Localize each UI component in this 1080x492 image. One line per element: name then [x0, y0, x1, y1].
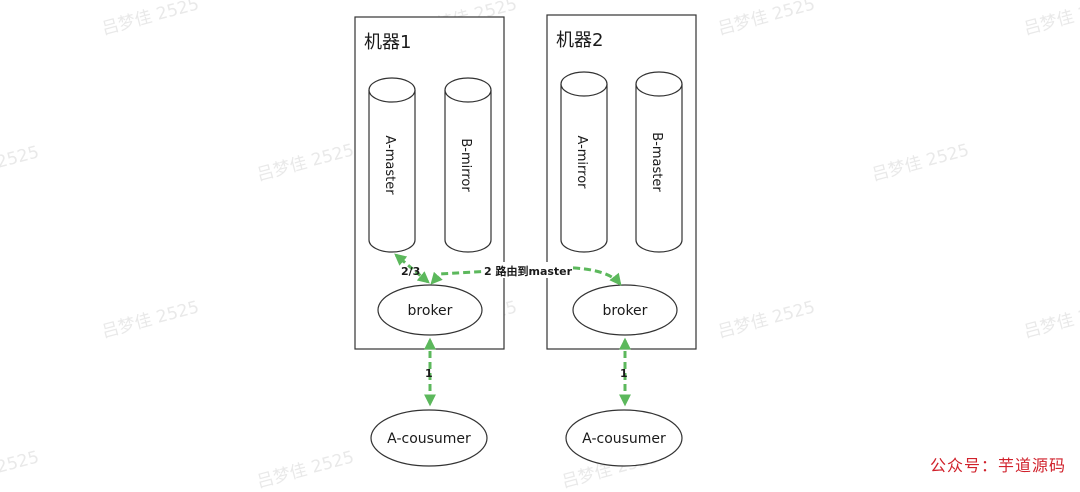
broker-queue-arrow	[394, 253, 430, 284]
queue-label: B-mirror	[458, 138, 473, 192]
machine-2: 机器2 A-mirror B-master broker	[546, 14, 697, 350]
broker-node	[377, 284, 483, 336]
broker-label: broker	[603, 303, 648, 319]
machine-1-title: 机器1	[364, 32, 411, 53]
route-label: 2 路由到master	[484, 264, 573, 278]
queue-cylinder: A-master	[368, 77, 416, 253]
link-label: 1	[620, 367, 628, 380]
broker-label: broker	[408, 303, 453, 319]
link-label: 1	[425, 367, 433, 380]
route-label-bg	[482, 262, 572, 278]
queue-label: A-mirror	[574, 135, 589, 189]
consumer-node	[565, 409, 683, 467]
queue-label: B-master	[649, 132, 664, 192]
queue-cylinder: A-mirror	[560, 71, 608, 253]
consumer-label: A-cousumer	[387, 431, 471, 447]
machine-2-title: 机器2	[556, 30, 603, 51]
broker-node	[572, 284, 678, 336]
queue-cylinder: B-mirror	[444, 77, 492, 253]
consumer-label: A-cousumer	[582, 431, 666, 447]
machine-1: 机器1 A-master B-mirror broker	[354, 16, 505, 350]
queue-label: A-master	[382, 135, 397, 195]
queue-cylinder: B-master	[635, 71, 683, 253]
consumer-node	[370, 409, 488, 467]
footer-label: 公众号：芋道源码	[929, 456, 1066, 475]
link-label: 2/3	[401, 265, 420, 278]
